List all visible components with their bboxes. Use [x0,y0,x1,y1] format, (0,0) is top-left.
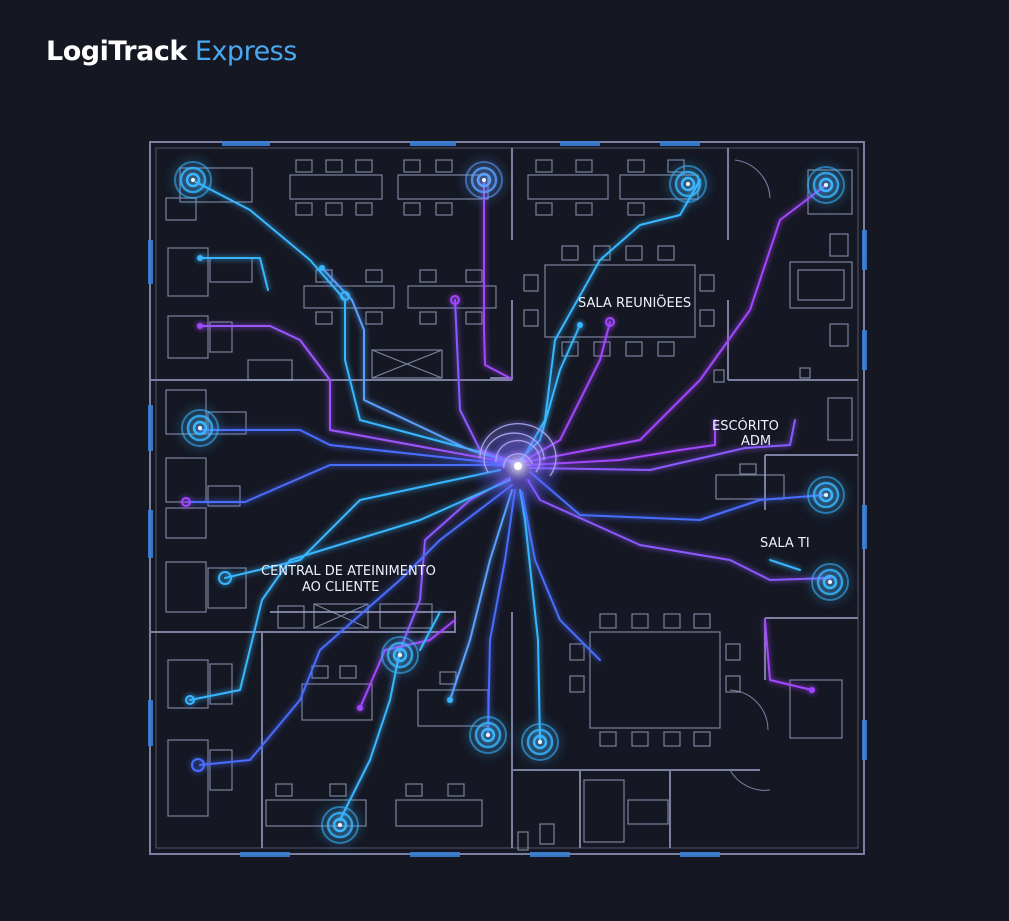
label-service-center-line1: CENTRAL DE ATEINIMENTO [261,564,436,579]
label-admin-office-line2: ADM [741,434,771,449]
small-nodes [181,255,815,772]
access-point-icon [807,476,845,514]
access-point-icon [181,409,219,447]
windows [148,141,867,857]
node-dot [319,265,325,271]
access-point-icon [669,165,707,203]
access-point-icon [811,563,849,601]
brand-name: LogiTrack [46,36,187,67]
label-service-center-line2: AO CLIENTE [302,580,379,595]
network-connections [187,179,831,821]
label-it-room: SALA TI [760,536,810,551]
access-point-icon [807,166,845,204]
access-point-icon [469,716,507,754]
wall-right-rooms [764,454,858,680]
access-point-icon [174,161,212,199]
brand-suffix: Express [194,36,297,67]
outer-wall [149,141,865,855]
walls [149,141,865,855]
access-points [174,161,849,844]
furniture [165,159,853,851]
access-point-icon [321,806,359,844]
access-point-icon [381,636,419,674]
label-meeting-room: SALA REUNIÕEES [578,295,691,311]
room-labels: SALA REUNIÕEES ESCÓRITO ADM SALA TI CENT… [261,295,810,595]
label-admin-office-line1: ESCÓRITO [712,418,779,434]
access-point-icon [465,161,503,199]
hub-vortex [479,423,557,477]
central-hub [470,418,566,514]
wall-bottom-rooms [512,769,760,848]
brand-logo: LogiTrack Express [46,36,297,67]
access-point-icon [521,723,559,761]
